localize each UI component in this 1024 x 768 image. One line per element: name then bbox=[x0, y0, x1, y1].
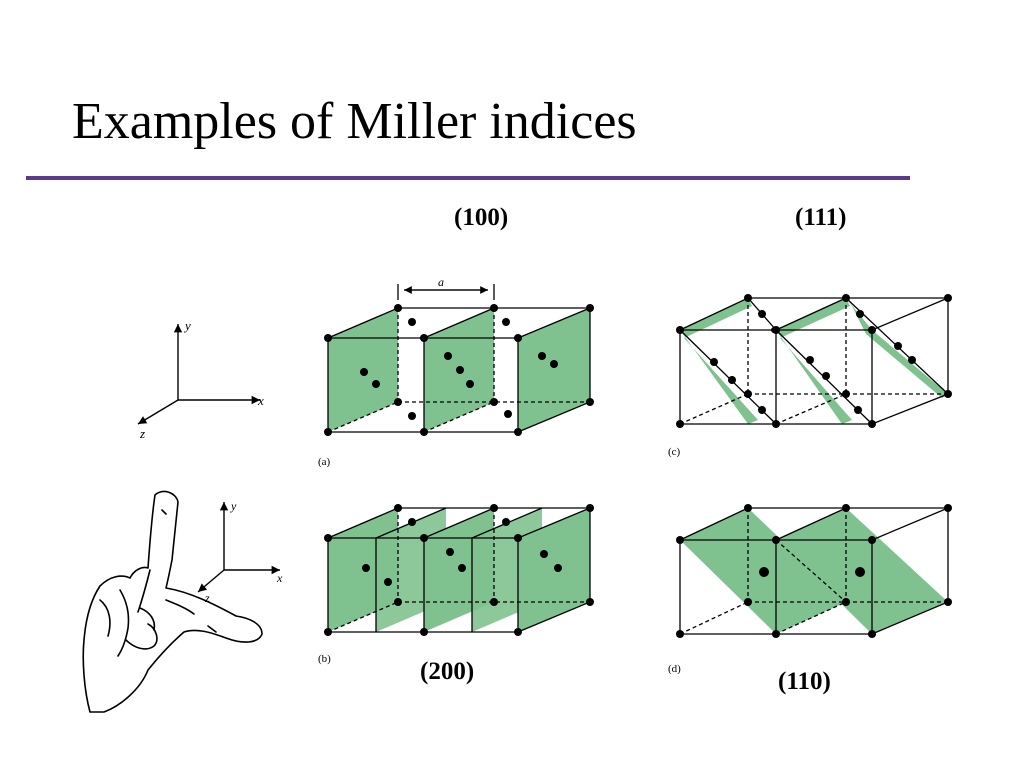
panel-c-label: (c) bbox=[668, 446, 681, 458]
axis-y-label: y bbox=[183, 318, 191, 333]
panel-d-label: (d) bbox=[668, 663, 681, 675]
axis-z-label: z bbox=[139, 426, 145, 441]
lattice-constant-label: a bbox=[438, 275, 444, 289]
right-hand-illustration bbox=[82, 490, 263, 713]
axes-bottom-left bbox=[197, 502, 280, 593]
panel-a-100-planes bbox=[324, 284, 594, 436]
panel-d-110-planes bbox=[676, 504, 952, 638]
slide-title: Examples of Miller indices bbox=[72, 93, 637, 150]
axis-z-label-2: z bbox=[204, 591, 210, 605]
panel-a-label: (a) bbox=[318, 456, 331, 468]
axis-x-label-2: x bbox=[276, 571, 283, 585]
axis-y-label-2: y bbox=[230, 499, 237, 513]
label-111: (111) bbox=[795, 204, 847, 231]
label-200: (200) bbox=[420, 658, 475, 685]
axis-x-label: x bbox=[257, 393, 264, 408]
label-110: (110) bbox=[778, 668, 831, 695]
axes-top-left bbox=[137, 324, 260, 425]
panel-c-111-planes bbox=[676, 294, 952, 428]
label-100: (100) bbox=[454, 204, 509, 231]
title-divider bbox=[26, 176, 910, 180]
panel-b-200-planes bbox=[324, 504, 594, 636]
panel-b-label: (b) bbox=[318, 653, 331, 665]
